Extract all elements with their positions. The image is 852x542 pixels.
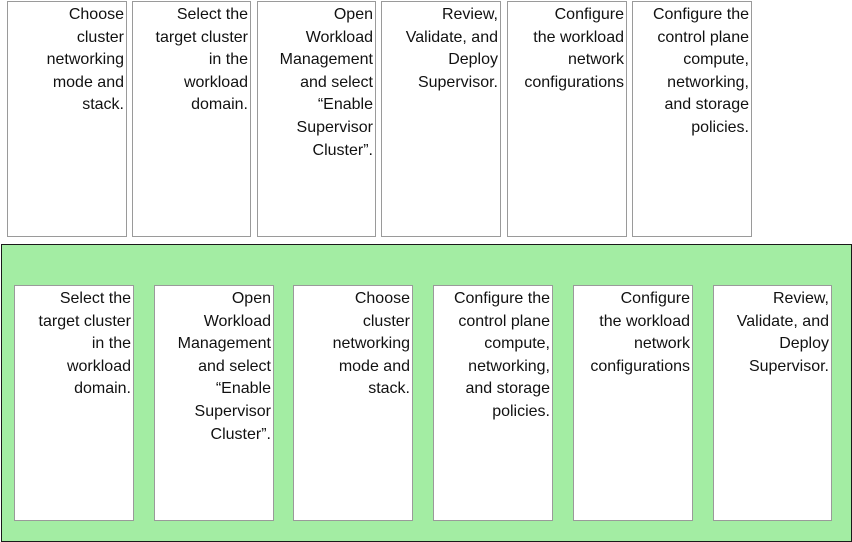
card-text-line: networking, bbox=[468, 357, 550, 375]
card-text-line: Deploy bbox=[779, 335, 829, 353]
card-text-line: Configure bbox=[620, 290, 690, 307]
card-text-line: domain. bbox=[74, 380, 131, 398]
card-text-line: Validate, and bbox=[736, 312, 829, 330]
source-card-4[interactable]: Review, Validate, and Deploy Supervisor. bbox=[381, 1, 501, 237]
card-text-line: and storage bbox=[465, 380, 550, 398]
placed-card-4[interactable]: Configure the control plane compute, net… bbox=[433, 285, 553, 521]
card-text-line: Deploy bbox=[448, 51, 498, 69]
card-text-line: in the bbox=[208, 51, 248, 69]
card-text-line: control plane bbox=[458, 312, 550, 330]
source-card-5[interactable]: Configure the workload network configura… bbox=[507, 1, 627, 237]
placed-card-5[interactable]: Configure the workload network configura… bbox=[573, 285, 693, 521]
card-text-line: and select bbox=[198, 357, 271, 375]
card-text-line: Review, bbox=[772, 290, 829, 307]
card-text-line: Workload bbox=[305, 28, 373, 46]
card-text-line: cluster bbox=[76, 28, 124, 46]
card-text-line: Choose bbox=[68, 6, 124, 23]
card-text-line: Supervisor bbox=[296, 118, 373, 136]
card-text-line: Review, bbox=[441, 6, 498, 23]
card-text-line: configurations bbox=[590, 357, 690, 375]
card-text-line: “Enable bbox=[317, 96, 373, 114]
card-text-line: network bbox=[633, 335, 690, 353]
card-text-line: networking, bbox=[667, 73, 749, 91]
card-text-line: mode and bbox=[338, 357, 410, 375]
placed-card-3[interactable]: Choose cluster networking mode and stack… bbox=[293, 285, 413, 521]
placed-card-6[interactable]: Review, Validate, and Deploy Supervisor. bbox=[713, 285, 832, 521]
card-text-line: Open bbox=[333, 6, 373, 23]
card-text-line: target cluster bbox=[155, 28, 248, 46]
card-text-line: networking bbox=[46, 51, 124, 69]
card-text-line: and select bbox=[300, 73, 373, 91]
card-text-line: policies. bbox=[691, 118, 749, 136]
card-text-line: Workload bbox=[203, 312, 271, 330]
card-text-line: and storage bbox=[664, 96, 749, 114]
drop-zone[interactable] bbox=[1, 244, 852, 542]
card-text-line: Configure bbox=[554, 6, 624, 23]
source-card-6[interactable]: Configure the control plane compute, net… bbox=[632, 1, 752, 237]
source-card-3[interactable]: Open Workload Management and select “Ena… bbox=[257, 1, 376, 237]
card-text-line: Supervisor bbox=[194, 402, 271, 420]
card-text-line: networking bbox=[332, 335, 410, 353]
card-text-line: Management bbox=[279, 51, 373, 69]
card-text-line: in the bbox=[91, 335, 131, 353]
card-text-line: network bbox=[567, 51, 624, 69]
card-text-line: target cluster bbox=[38, 312, 131, 330]
card-text-line: domain. bbox=[191, 96, 248, 114]
card-text-line: compute, bbox=[484, 335, 550, 353]
card-text-line: mode and bbox=[52, 73, 124, 91]
card-text-line: the workload bbox=[599, 312, 690, 330]
placed-card-1[interactable]: Select the target cluster in the workloa… bbox=[14, 285, 134, 521]
card-text-line: workload bbox=[66, 357, 131, 375]
card-text-line: Choose bbox=[354, 290, 410, 307]
card-text-line: Cluster”. bbox=[312, 141, 373, 159]
card-text-line: configurations bbox=[524, 73, 624, 91]
card-text-line: Management bbox=[177, 335, 271, 353]
source-card-2[interactable]: Select the target cluster in the workloa… bbox=[132, 1, 251, 237]
card-text-line: cluster bbox=[362, 312, 410, 330]
card-text-line: Validate, and bbox=[405, 28, 498, 46]
card-text-line: Open bbox=[231, 290, 271, 307]
card-text-line: “Enable bbox=[215, 380, 271, 398]
card-text-line: compute, bbox=[683, 51, 749, 69]
card-text-line: stack. bbox=[368, 380, 410, 398]
card-text-line: Configure the bbox=[652, 6, 749, 23]
card-text-line: Supervisor. bbox=[417, 73, 498, 91]
card-text-line: Supervisor. bbox=[748, 357, 829, 375]
source-card-1[interactable]: Choose cluster networking mode and stack… bbox=[7, 1, 127, 237]
card-text-line: Select the bbox=[59, 290, 131, 307]
card-text-line: Cluster”. bbox=[210, 425, 271, 443]
card-text-line: the workload bbox=[533, 28, 624, 46]
card-text-line: workload bbox=[183, 73, 248, 91]
card-text-line: stack. bbox=[82, 96, 124, 114]
card-text-line: Select the bbox=[176, 6, 248, 23]
placed-card-2[interactable]: Open Workload Management and select “Ena… bbox=[154, 285, 274, 521]
card-text-line: policies. bbox=[492, 402, 550, 420]
card-text-line: control plane bbox=[657, 28, 749, 46]
card-text-line: Configure the bbox=[453, 290, 550, 307]
